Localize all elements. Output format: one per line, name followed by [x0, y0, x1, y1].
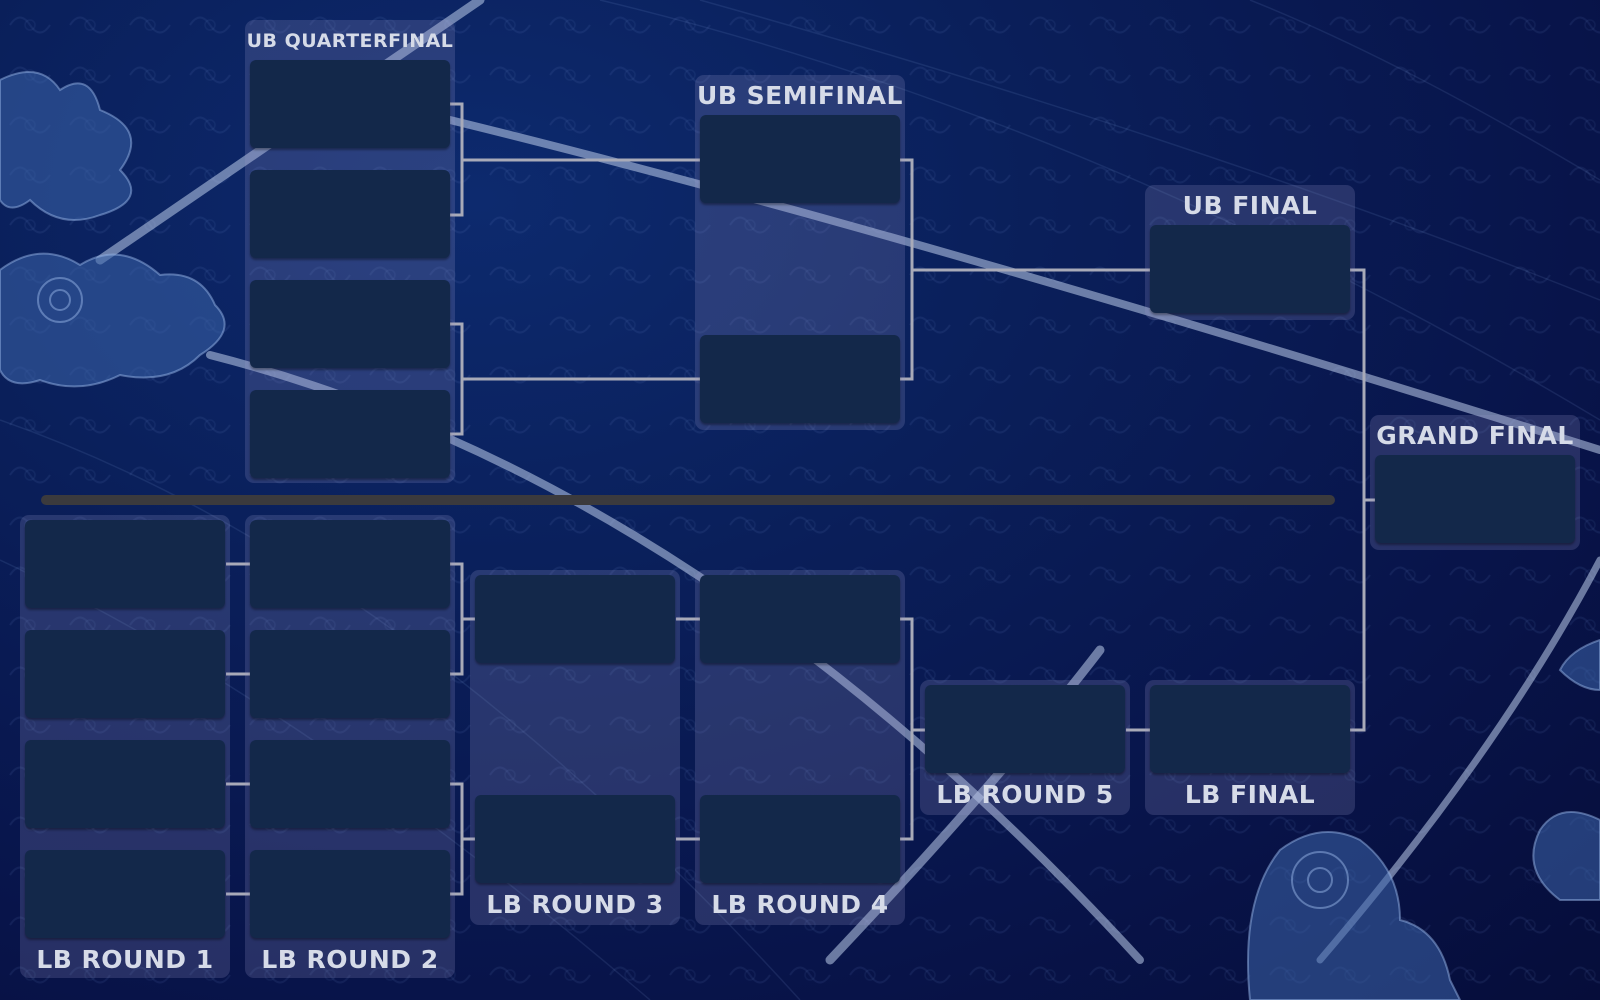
lb-round-5-column: LB ROUND 5 [920, 680, 1130, 815]
grand-final-label: GRAND FINAL [1376, 421, 1574, 450]
ub-qf-match-4[interactable] [250, 390, 450, 478]
bracket-divider [41, 495, 1335, 505]
lb-r2-match-2[interactable] [250, 630, 450, 718]
lb-round-2-column: LB ROUND 2 [245, 515, 455, 978]
lb-r5-match[interactable] [925, 685, 1125, 773]
lb-r1-match-1[interactable] [25, 520, 225, 608]
lb-round-1-column: LB ROUND 1 [20, 515, 230, 978]
lb-round-5-label: LB ROUND 5 [936, 780, 1114, 809]
lb-round-3-column: LB ROUND 3 [470, 570, 680, 925]
lb-r2-match-3[interactable] [250, 740, 450, 828]
lb-r1-match-4[interactable] [25, 850, 225, 938]
lb-r4-match-1[interactable] [700, 575, 900, 663]
lb-round-4-column: LB ROUND 4 [695, 570, 905, 925]
ub-final-match[interactable] [1150, 225, 1350, 313]
lb-final-match[interactable] [1150, 685, 1350, 773]
lb-r2-match-1[interactable] [250, 520, 450, 608]
ub-quarterfinal-label: UB QUARTERFINAL [246, 30, 454, 52]
grand-final-column: GRAND FINAL [1370, 415, 1580, 550]
lb-round-3-label: LB ROUND 3 [486, 890, 664, 919]
ub-final-column: UB FINAL [1145, 185, 1355, 320]
lb-round-1-label: LB ROUND 1 [36, 945, 214, 974]
ub-semifinal-label: UB SEMIFINAL [697, 81, 903, 110]
lb-r3-match-1[interactable] [475, 575, 675, 663]
lb-round-4-label: LB ROUND 4 [711, 890, 889, 919]
lb-round-2-label: LB ROUND 2 [261, 945, 439, 974]
ub-sf-match-2[interactable] [700, 335, 900, 423]
grand-final-match[interactable] [1375, 455, 1575, 543]
lb-final-label: LB FINAL [1184, 780, 1316, 809]
ub-final-label: UB FINAL [1182, 191, 1318, 220]
lb-r1-match-2[interactable] [25, 630, 225, 718]
ub-sf-match-1[interactable] [700, 115, 900, 203]
ub-semifinal-column: UB SEMIFINAL [695, 75, 905, 430]
ub-qf-match-3[interactable] [250, 280, 450, 368]
ub-qf-match-2[interactable] [250, 170, 450, 258]
lb-r1-match-3[interactable] [25, 740, 225, 828]
lb-r3-match-2[interactable] [475, 795, 675, 883]
lb-final-column: LB FINAL [1145, 680, 1355, 815]
lb-r2-match-4[interactable] [250, 850, 450, 938]
lb-r4-match-2[interactable] [700, 795, 900, 883]
ub-qf-match-1[interactable] [250, 60, 450, 148]
ub-quarterfinal-column: UB QUARTERFINAL [245, 20, 455, 483]
